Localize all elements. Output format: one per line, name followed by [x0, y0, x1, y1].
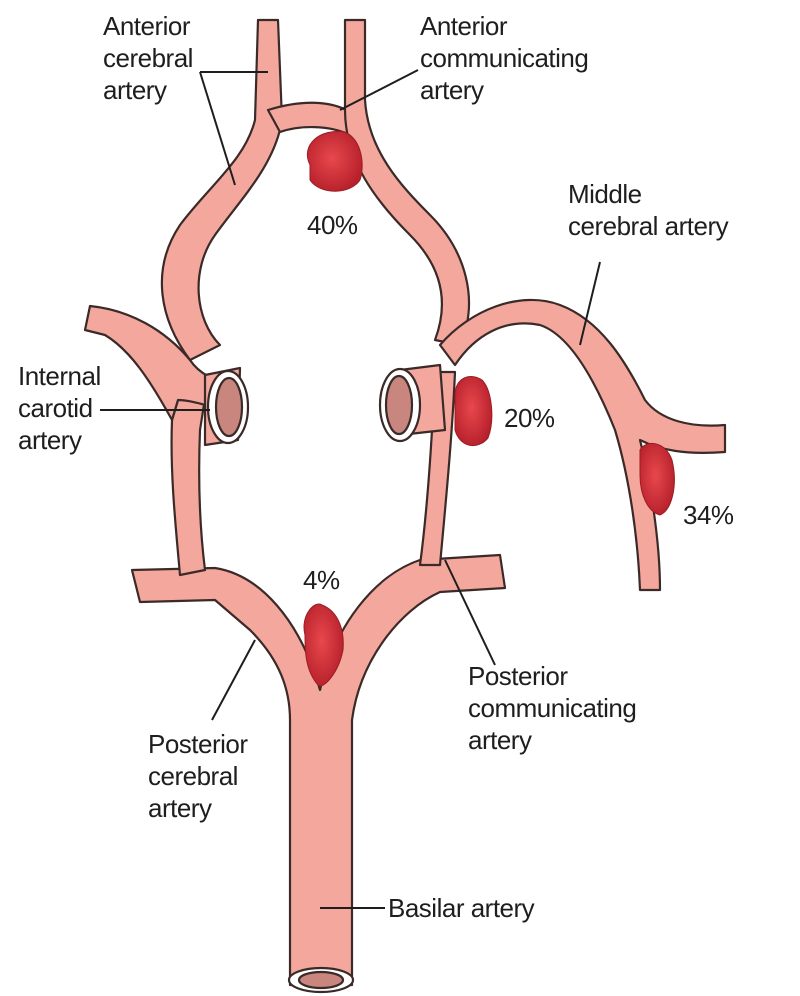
- label-basilar-artery: Basilar artery: [388, 892, 534, 924]
- label-posterior-cerebral-artery: Posterior cerebral artery: [148, 728, 248, 824]
- anterior-communicating-artery-vessel: [268, 103, 350, 135]
- aneurysm-internal-carotid: [455, 376, 492, 445]
- label-internal-carotid-artery: Internal carotid artery: [18, 360, 101, 456]
- left-ica-lumen-inner: [216, 378, 242, 436]
- percent-internal-carotid: 20%: [504, 403, 555, 434]
- percent-middle-cerebral: 34%: [683, 500, 734, 531]
- leader-anterior-cerebral-2: [200, 72, 235, 185]
- right-ica-lumen-inner: [386, 376, 412, 434]
- label-anterior-cerebral-artery: Anterior cerebral artery: [103, 10, 193, 106]
- aneurysm-anterior-communicating: [307, 131, 362, 191]
- label-anterior-communicating-artery: Anterior communicating artery: [420, 10, 588, 106]
- percent-anterior-communicating: 40%: [307, 210, 358, 241]
- percent-basilar-tip: 4%: [303, 565, 340, 596]
- left-communicating-loop: [172, 398, 205, 575]
- label-posterior-communicating-artery: Posterior communicating artery: [468, 660, 636, 756]
- label-middle-cerebral-artery: Middle cerebral artery: [568, 178, 728, 242]
- leader-posterior-cerebral: [212, 640, 255, 720]
- basilar-lumen-inner: [299, 972, 343, 988]
- middle-cerebral-artery: [440, 300, 725, 590]
